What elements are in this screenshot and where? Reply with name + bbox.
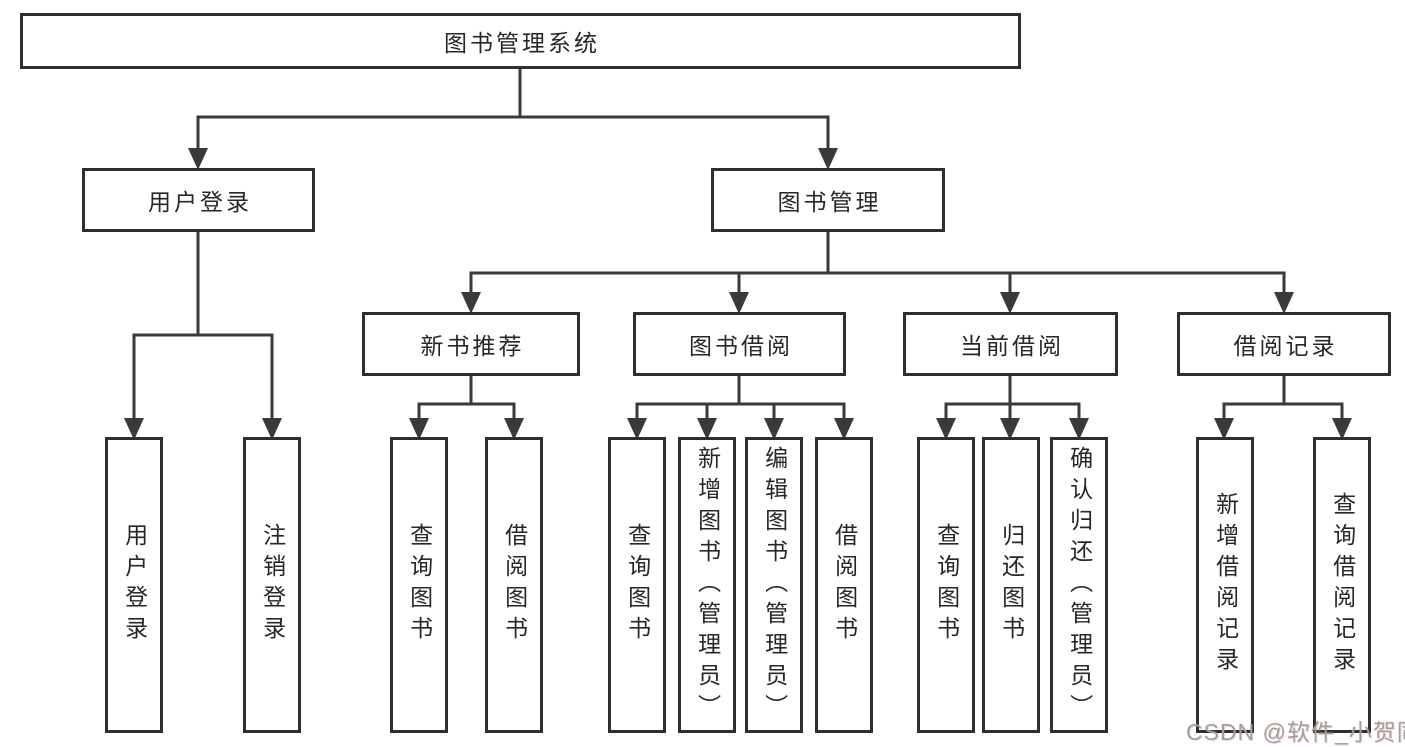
arrowhead [764,418,784,440]
node-book-management: 图书管理 [711,168,945,232]
leaf-label: 编辑图书（管理员） [761,445,788,725]
leaf-label: 借阅图书 [501,523,528,647]
node-borrowing-records: 借阅记录 [1177,312,1391,376]
leaf-query-books-3: 查询图书 [917,437,975,733]
leaf-logout: 注销登录 [243,437,301,733]
leaf-label: 查询图书 [406,523,433,647]
leaf-query-books-2: 查询图书 [608,437,666,733]
arrowhead [461,292,481,314]
leaf-label: 借阅图书 [831,523,858,647]
arrowhead [627,418,647,440]
node-new-book-recommend: 新书推荐 [362,312,580,376]
arrowhead [697,418,717,440]
arrowhead [936,418,956,440]
arrowhead [1000,292,1020,314]
arrowhead [818,148,838,170]
arrowhead [1274,292,1294,314]
arrowhead [262,418,282,440]
leaf-label: 归还图书 [998,523,1025,647]
leaf-borrow-books-1: 借阅图书 [485,437,543,733]
arrowhead [1332,418,1352,440]
arrowhead [409,418,429,440]
leaf-label: 新增借阅记录 [1212,492,1239,678]
leaf-query-borrow-record: 查询借阅记录 [1313,437,1371,733]
leaf-borrow-books-2: 借阅图书 [815,437,873,733]
arrowhead [504,418,524,440]
arrowhead [1069,418,1089,440]
arrowhead [188,148,208,170]
leaf-label: 用户登录 [121,523,148,647]
csdn-watermark: CSDN @软件_小贺同学 [1186,719,1405,745]
leaf-user-login: 用户登录 [105,437,163,733]
arrowhead [1214,418,1234,440]
leaf-add-borrow-record: 新增借阅记录 [1196,437,1254,733]
leaf-label: 确认归还（管理员） [1066,445,1093,725]
arrowhead [729,292,749,314]
leaf-label: 新增图书（管理员） [694,445,721,725]
arrowhead [124,418,144,440]
node-current-borrowing: 当前借阅 [903,312,1118,376]
leaf-query-books-1: 查询图书 [390,437,448,733]
leaf-return-books: 归还图书 [982,437,1040,733]
node-book-borrowing: 图书借阅 [633,312,846,376]
leaf-label: 注销登录 [259,523,286,647]
node-root: 图书管理系统 [20,13,1021,69]
arrowhead [834,418,854,440]
leaf-label: 查询图书 [624,523,651,647]
leaf-label: 查询借阅记录 [1329,492,1356,678]
node-user-login: 用户登录 [82,168,315,232]
arrowhead [1000,418,1020,440]
leaf-label: 查询图书 [933,523,960,647]
leaf-add-book-admin: 新增图书（管理员） [678,437,736,733]
leaf-edit-book-admin: 编辑图书（管理员） [745,437,803,733]
leaf-confirm-return-admin: 确认归还（管理员） [1050,437,1108,733]
